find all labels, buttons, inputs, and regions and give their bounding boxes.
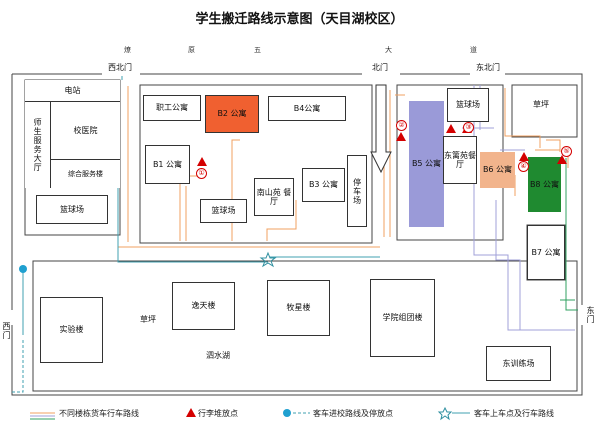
luggage-marker-number: ② [396,120,407,131]
building-east-training-ground: 东训练场 [486,346,551,381]
building-b6-apartment: B6 公寓 [480,152,515,188]
road-name-char: 五 [254,46,261,54]
building-general-services: 综合服务楼 [51,160,120,188]
road-name-char: 燎 [124,46,131,54]
luggage-marker [396,132,406,141]
building-hospital: 校医院 [51,102,120,160]
gate-west: 西门 [2,322,11,340]
central-block [139,84,373,244]
legend-symbols [30,406,470,421]
legend-luggage-point: 行李堆放点 [198,409,238,418]
bus-entry-dot [19,265,27,273]
building-basketball-west: 篮球场 [36,195,108,224]
building-b1-apartment: B1 公寓 [145,145,190,184]
luggage-marker-number: ④ [518,161,529,172]
gate-east: 东门 [586,306,595,324]
building-b3-apartment: B3 公寓 [302,168,345,202]
gate-west-north: 西北门 [108,63,132,72]
bus-boarding-star [259,251,277,268]
luggage-marker [446,124,456,133]
building-dongli-dining: 东篱苑餐厅 [443,136,477,184]
luggage-marker-number: ③ [463,122,474,133]
building-b7-apartment: B7 公寓 [527,225,565,280]
grass-zone [511,84,578,138]
road-name-char: 道 [470,46,477,54]
north-gate-arrow [370,84,392,174]
building-muxing: 牧星楼 [267,280,330,336]
luggage-marker [197,157,207,166]
road-name-char: 大 [385,46,392,54]
legend-truck-route: 不同楼栋货车行车路线 [59,409,139,418]
luggage-marker [557,155,567,164]
area-grass-north: 草坪 [533,100,549,109]
luggage-marker-number: ⑤ [561,146,572,157]
gate-east-north: 东北门 [476,63,500,72]
legend-bus-boarding: 客车上车点及行车路线 [474,409,554,418]
campus-boundary [11,325,583,396]
building-nanshan-dining: 南山苑 餐厅 [254,178,294,216]
building-b8-apartment: B8 公寓 [528,157,561,212]
building-basketball-central: 篮球场 [200,199,247,223]
gate-north: 北门 [372,63,388,72]
building-lab: 实验楼 [40,297,103,363]
building-basketball-east: 篮球场 [447,88,489,122]
area-sishui-lake: 泗水湖 [206,351,230,360]
map-title: 学生搬迁路线示意图（天目湖校区） [195,12,404,27]
legend-bus-route-in: 客车进校路线及停放点 [313,409,393,418]
building-b2-apartment: B2 公寓 [205,95,259,133]
area-grass-central: 草坪 [140,315,156,324]
building-power-station: 电站 [25,80,120,102]
luggage-marker-number: ① [196,168,207,179]
building-service-hall: 师生服务大厅 [25,102,51,188]
luggage-marker [519,152,529,161]
green-routes [560,158,578,311]
building-college-cluster: 学院组团楼 [370,279,435,357]
campus-boundary [505,73,583,305]
road-name-char: 原 [188,46,195,54]
building-b4-apartment: B4公寓 [268,96,346,121]
building-yitian: 逸天楼 [172,282,235,330]
building-parking: 停车场 [347,155,367,227]
south-zone [32,260,578,392]
building-b5-apartment: B5 公寓 [409,101,444,227]
building-staff-apartment: 职工公寓 [143,95,201,121]
